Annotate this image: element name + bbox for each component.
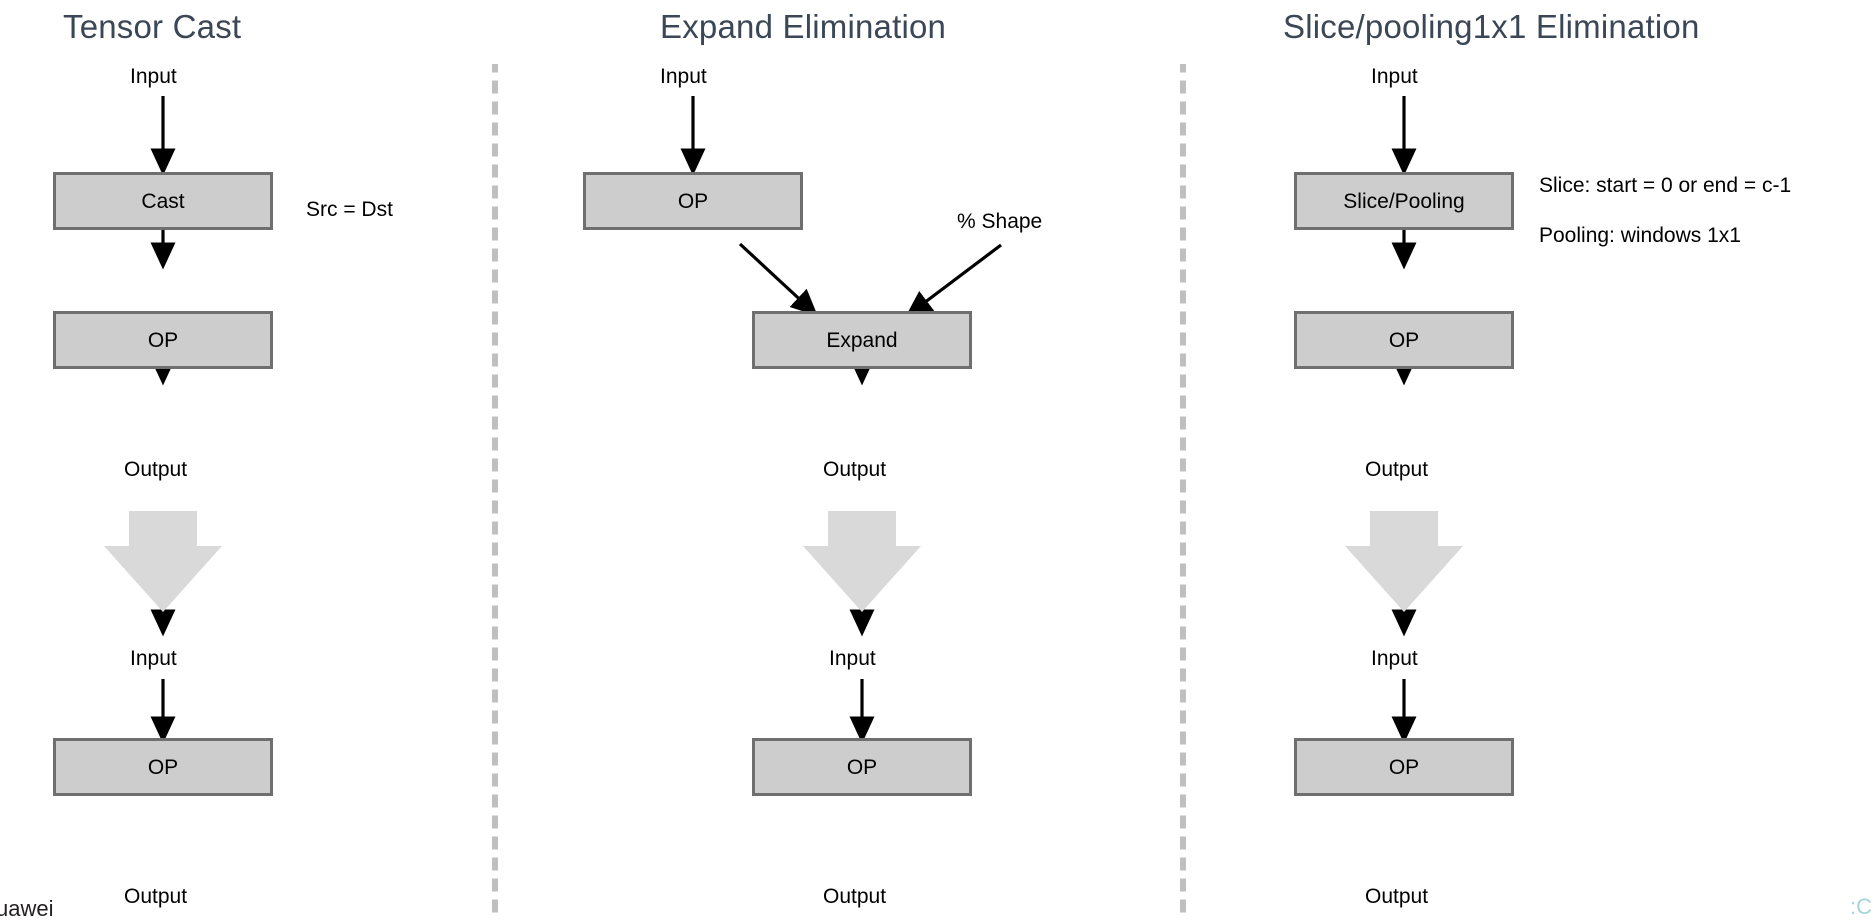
col2-before-output-label: Output <box>823 458 887 481</box>
col3-note-slice: Slice: start = 0 or end = c-1 <box>1539 174 1792 197</box>
col2-side-input-shape-label: % Shape <box>957 210 1043 233</box>
col1-after-input-label: Input <box>130 647 177 670</box>
col1-before-output-label: Output <box>124 458 188 481</box>
col3-note-pooling: Pooling: windows 1x1 <box>1539 224 1741 247</box>
column-title-tensor-cast: Tensor Cast <box>63 8 242 45</box>
col3-before-output-label: Output <box>1365 458 1429 481</box>
col2-transform-arrow <box>803 511 921 612</box>
col1-node-cast[interactable]: Cast <box>53 172 273 230</box>
col1-after-node-op[interactable]: OP <box>53 738 273 796</box>
col2-node-expand[interactable]: Expand <box>752 311 972 369</box>
col1-note-src-dst: Src = Dst <box>306 198 393 221</box>
col2-after-node-op[interactable]: OP <box>752 738 972 796</box>
col2-before-input-label: Input <box>660 65 707 88</box>
column-title-slice-pooling-elimination: Slice/pooling1x1 Elimination <box>1283 8 1700 45</box>
col1-after-output-label: Output <box>124 885 188 908</box>
col2-after-input-label: Input <box>829 647 876 670</box>
col3-before-input-label: Input <box>1371 65 1418 88</box>
col1-node-op[interactable]: OP <box>53 311 273 369</box>
col1-transform-arrow <box>104 511 222 612</box>
col3-node-op[interactable]: OP <box>1294 311 1514 369</box>
watermark-bottom-right: :C <box>1850 894 1872 919</box>
col2-after-output-label: Output <box>823 885 887 908</box>
col3-after-input-label: Input <box>1371 647 1418 670</box>
watermark-bottom-left: uawei <box>0 896 54 921</box>
column-divider-2 <box>1180 64 1186 916</box>
column-title-expand-elimination: Expand Elimination <box>660 8 947 45</box>
column-divider-1 <box>492 64 498 916</box>
col3-transform-arrow <box>1345 511 1463 612</box>
col2-node-op[interactable]: OP <box>583 172 803 230</box>
col3-after-node-op[interactable]: OP <box>1294 738 1514 796</box>
col3-after-output-label: Output <box>1365 885 1429 908</box>
col1-before-input-label: Input <box>130 65 177 88</box>
col3-node-slice-pooling[interactable]: Slice/Pooling <box>1294 172 1514 230</box>
